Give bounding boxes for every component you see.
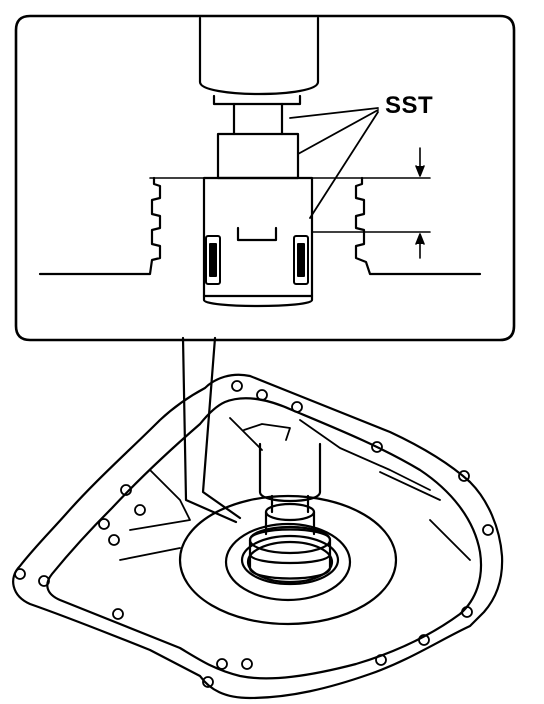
tool-handle (198, 16, 320, 96)
oil-seal-section (205, 235, 309, 285)
bearing-seat-inner (224, 522, 352, 602)
housing-profile-left (38, 176, 162, 276)
housing-inner-rim (46, 397, 483, 680)
installer-tool-lower (243, 423, 332, 580)
sst-leader (289, 107, 379, 219)
handle-shaft-lower (258, 442, 322, 503)
callout-leader (181, 336, 242, 524)
drift-head-lower (248, 528, 332, 580)
housing-ribs (119, 417, 471, 561)
oil-seal-lip (246, 540, 334, 584)
housing-bolts (14, 380, 494, 688)
bearing-seat-outer (178, 494, 398, 626)
transmission-housing (12, 373, 504, 700)
detail-inset (14, 14, 516, 342)
housing-profile-right (354, 176, 482, 276)
oil-seal (240, 534, 340, 586)
tool-lower-body (202, 176, 314, 308)
housing-outline (12, 373, 504, 700)
sst-label: SST (385, 92, 434, 119)
dimension-arrows (415, 147, 425, 259)
tool-neck (232, 102, 284, 136)
tool-upper-step (216, 132, 300, 180)
inset-frame (14, 14, 516, 342)
